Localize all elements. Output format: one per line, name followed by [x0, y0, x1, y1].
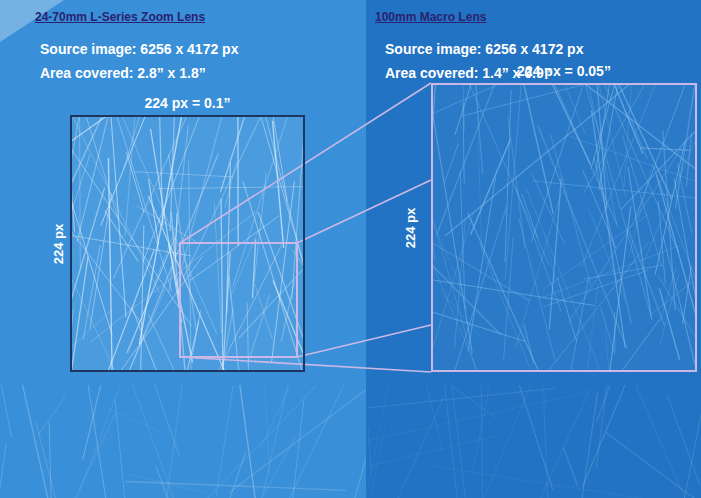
- source-size: Source image: 6256 x 4172 px: [40, 41, 238, 57]
- macro-lens-panel: 100mm Macro LensSource image: 6256 x 417…: [366, 0, 701, 498]
- crop-side-length: 224 px: [403, 207, 418, 247]
- surface-scratches: [70, 115, 305, 372]
- zoom-lens-panel: 24-70mm L-Series Zoom LensSource image: …: [0, 0, 366, 498]
- crop-box: 224 px = 0.1”224 px: [70, 115, 305, 372]
- area-covered: Area covered: 2.8” x 1.8”: [40, 65, 206, 81]
- surface-scratches: [366, 385, 701, 498]
- surface-scratches: [431, 83, 697, 372]
- zoom-crop-texture: [70, 115, 305, 372]
- macro-crop-texture: [431, 83, 697, 372]
- zoom-region-square: [180, 243, 297, 357]
- crop-box: 224 px = 0.05”224 px: [431, 83, 697, 372]
- macro-panel-ground: [366, 0, 701, 498]
- source-size: Source image: 6256 x 4172 px: [385, 41, 583, 57]
- crop-side-length: 224 px: [51, 223, 66, 263]
- zoom-projection-lines: [180, 83, 431, 372]
- zoom-panel-ground: [0, 0, 366, 498]
- surface-scratches: [0, 385, 366, 498]
- crop-dimension: 224 px = 0.05”: [433, 63, 695, 79]
- lens-heading: 100mm Macro Lens: [375, 10, 486, 24]
- lens-heading: 24-70mm L-Series Zoom Lens: [35, 10, 205, 24]
- crop-dimension: 224 px = 0.1”: [72, 95, 303, 111]
